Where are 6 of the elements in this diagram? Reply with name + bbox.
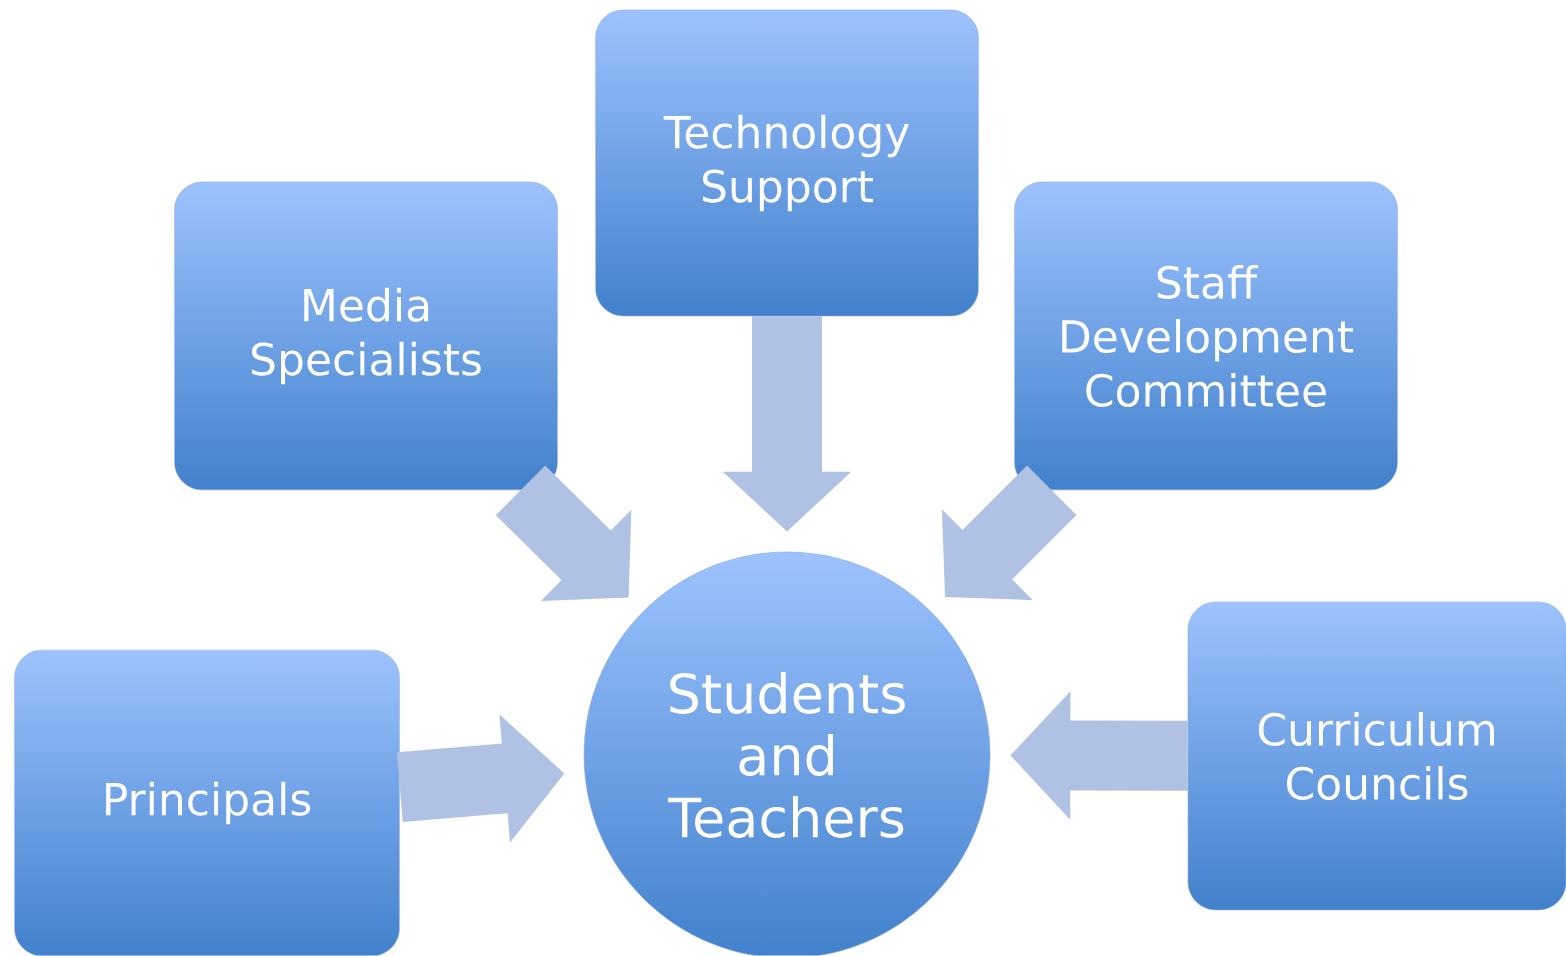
- rounded-box: Principals: [14, 649, 400, 956]
- rounded-box: Media Specialists: [174, 181, 558, 491]
- rounded-box: Curriculum Councils: [1187, 601, 1566, 911]
- block-arrow: [495, 465, 632, 601]
- rounded-box: Staff Development Committee: [1014, 181, 1398, 491]
- rounded-box: Technology Support: [595, 9, 979, 317]
